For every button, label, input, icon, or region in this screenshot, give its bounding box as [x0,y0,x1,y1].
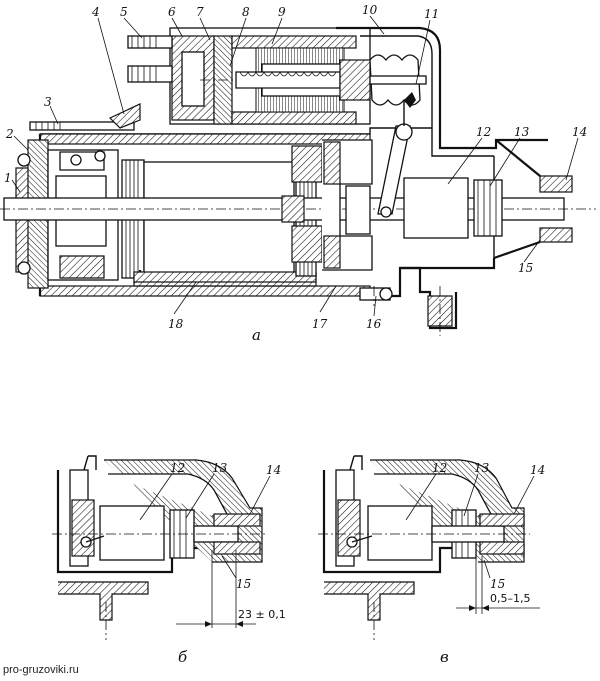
watermark: pro-gruzoviki.ru [3,664,79,676]
label-b-12: 12 [170,461,185,475]
dimension-b: 23 ± 0,1 [238,608,286,621]
detail-v: 0,5–1,5 12 13 14 15 в [318,455,545,666]
label-8: 8 [242,5,250,19]
leader-lines [11,15,579,317]
label-b-14: 14 [266,463,281,477]
label-2: 2 [5,127,14,141]
label-6: 6 [168,5,176,19]
label-b-13: 13 [212,461,228,475]
label-11: 11 [424,7,439,21]
caption-a: а [252,326,261,344]
drive-pinion [403,177,503,239]
label-13: 13 [514,125,530,139]
drive-lever [377,92,416,218]
label-14: 14 [572,125,587,139]
starter-housing [38,26,573,336]
through-bolt [29,103,141,131]
mounting-bolts [359,286,393,306]
label-1: 1 [4,171,12,185]
label-10: 10 [362,3,378,17]
label-b-15: 15 [236,577,251,591]
label-16: 16 [366,317,382,331]
label-17: 17 [312,317,328,331]
label-v-12: 12 [432,461,447,475]
shaft [0,195,596,223]
drive-end-wall [322,139,373,271]
solenoid-relay [127,27,427,125]
caption-v: в [440,648,449,666]
label-15: 15 [518,261,533,275]
label-4: 4 [91,5,100,19]
label-3: 3 [44,95,52,109]
label-v-15: 15 [490,577,505,591]
main-labels: 1 2 3 4 5 6 7 8 9 10 11 12 13 14 15 16 1… [4,3,587,344]
detail-b: 23 ± 0,1 12 13 14 15 б [52,455,286,666]
label-18: 18 [168,317,184,331]
label-v-13: 13 [474,461,490,475]
label-7: 7 [196,5,204,19]
caption-b: б [178,648,188,666]
label-9: 9 [278,5,286,19]
label-12: 12 [476,125,491,139]
label-v-14: 14 [530,463,545,477]
dimension-v: 0,5–1,5 [490,592,531,605]
label-5: 5 [120,5,128,19]
main-view: 1 2 3 4 5 6 7 8 9 10 11 12 13 14 15 16 1… [0,3,596,344]
